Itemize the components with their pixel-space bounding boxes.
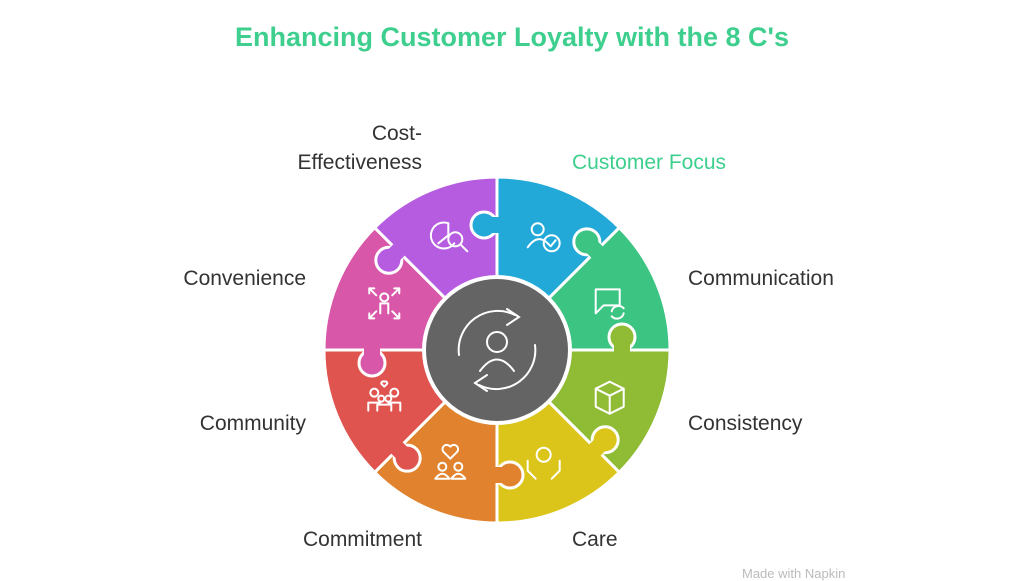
user-check-icon — [526, 222, 561, 253]
puzzle-knob-neck — [614, 338, 630, 354]
label-commitment: Commitment — [302, 528, 422, 551]
puzzle-knob-neck — [389, 440, 413, 464]
family-icon — [367, 380, 402, 412]
label-communication: Communication — [688, 267, 834, 290]
label-customer-focus: Customer Focus — [572, 151, 727, 174]
label-line: Effectiveness — [297, 151, 422, 174]
puzzle-knob-neck — [581, 236, 605, 260]
center-hub — [422, 275, 572, 425]
label-line: Cost- — [371, 122, 422, 145]
puzzle-knob-neck — [364, 346, 380, 362]
puzzle-knob-neck — [485, 217, 501, 233]
puzzle-knob-neck — [493, 467, 509, 483]
label-cost-effectiveness: Cost- Effectiveness — [250, 119, 422, 177]
label-consistency: Consistency — [688, 412, 803, 435]
label-community: Community — [199, 412, 306, 435]
person-expand-icon — [368, 287, 401, 320]
label-convenience: Convenience — [183, 267, 306, 290]
chart-search-icon — [429, 221, 469, 253]
puzzle-knob-neck — [587, 434, 611, 458]
caring-hands-icon — [526, 446, 561, 480]
couple-heart-icon — [434, 443, 467, 480]
diagram-title: Enhancing Customer Loyalty with the 8 C'… — [234, 22, 789, 52]
watermark: Made with Napkin — [742, 566, 846, 581]
chat-sync-icon — [594, 288, 625, 320]
label-care: Care — [572, 528, 618, 551]
customer-cycle-icon — [457, 308, 537, 392]
box-icon — [594, 380, 625, 415]
